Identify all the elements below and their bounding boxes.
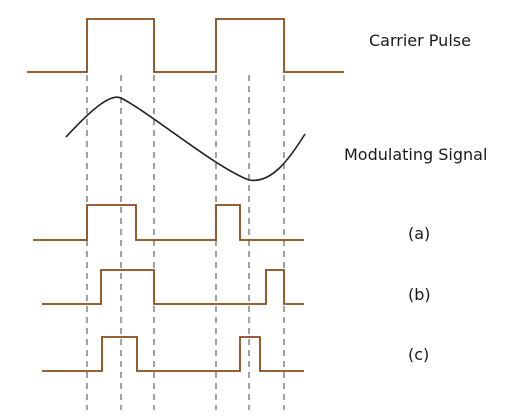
guide-lines bbox=[86, 75, 285, 410]
label-b: (b) bbox=[408, 285, 431, 304]
carrier-pulse-waveform bbox=[27, 18, 344, 73]
waveform-b bbox=[42, 269, 304, 305]
waveform-a bbox=[33, 204, 304, 241]
waveform-c bbox=[42, 336, 304, 372]
modulating-signal-label: Modulating Signal bbox=[344, 145, 488, 164]
carrier-pulse-label: Carrier Pulse bbox=[369, 31, 471, 50]
label-a: (a) bbox=[408, 224, 431, 243]
label-c: (c) bbox=[408, 345, 430, 364]
modulating-signal-waveform bbox=[65, 96, 306, 182]
